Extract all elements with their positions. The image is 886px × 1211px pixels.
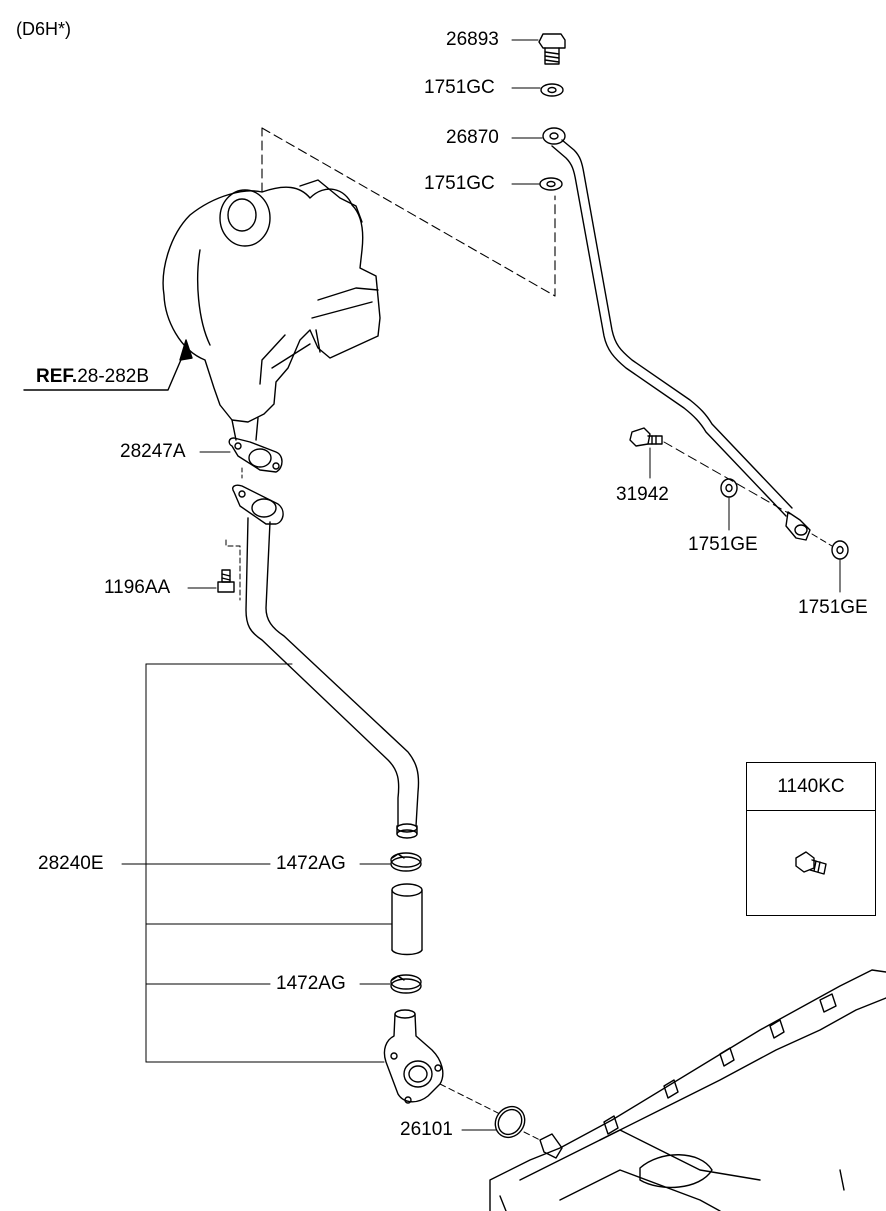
part-label-31942[interactable]: 31942 — [616, 484, 669, 505]
part-label-1751gc-top[interactable]: 1751GC — [424, 77, 495, 98]
inset-panel-1140kc: 1140KC — [746, 762, 876, 916]
part-label-1140kc[interactable]: 1140KC — [747, 763, 875, 811]
part-label-26893[interactable]: 26893 — [446, 29, 499, 50]
return-elbow-drawing[interactable] — [383, 1009, 444, 1104]
reference-code: 28-282B — [77, 366, 150, 387]
leader-lines — [121, 39, 841, 1131]
bolt-31942-drawing[interactable] — [629, 427, 833, 547]
bolt-1140kc-drawing[interactable] — [795, 851, 827, 875]
o-ring-26101-drawing[interactable] — [439, 1083, 541, 1143]
engine-block-drawing[interactable] — [489, 969, 886, 1211]
part-label-26101[interactable]: 26101 — [400, 1119, 453, 1140]
part-label-26870[interactable]: 26870 — [446, 127, 499, 148]
rubber-hose-drawing[interactable] — [391, 883, 423, 956]
washer-1751ge-b-drawing[interactable] — [831, 540, 849, 560]
bolt-1196aa-drawing[interactable] — [217, 539, 241, 601]
variant-label: (D6H*) — [16, 19, 72, 39]
washer-1751ge-a-drawing[interactable] — [720, 478, 738, 498]
part-label-1472ag-lower[interactable]: 1472AG — [276, 973, 346, 994]
part-label-1196aa[interactable]: 1196AA — [104, 577, 171, 598]
part-label-1751ge-b[interactable]: 1751GE — [798, 597, 868, 618]
turbocharger-drawing[interactable] — [162, 127, 556, 441]
oil-return-pipe-drawing[interactable] — [232, 484, 420, 839]
reference-leader — [23, 339, 193, 391]
part-label-1751gc-mid[interactable]: 1751GC — [424, 173, 495, 194]
reference-prefix: REF. — [36, 366, 78, 387]
part-label-1472ag-upper[interactable]: 1472AG — [276, 853, 346, 874]
gasket-28247a-drawing[interactable] — [228, 437, 283, 473]
part-label-28247a[interactable]: 28247A — [120, 441, 186, 462]
hose-clamp-upper-drawing[interactable] — [390, 852, 422, 872]
part-label-1751ge-a[interactable]: 1751GE — [688, 534, 758, 555]
reference-link[interactable]: REF.28-282B — [36, 366, 149, 388]
part-label-28240e[interactable]: 28240E — [38, 853, 104, 874]
hose-clamp-lower-drawing[interactable] — [390, 974, 422, 994]
oil-feed-pipe-drawing[interactable] — [538, 33, 811, 541]
